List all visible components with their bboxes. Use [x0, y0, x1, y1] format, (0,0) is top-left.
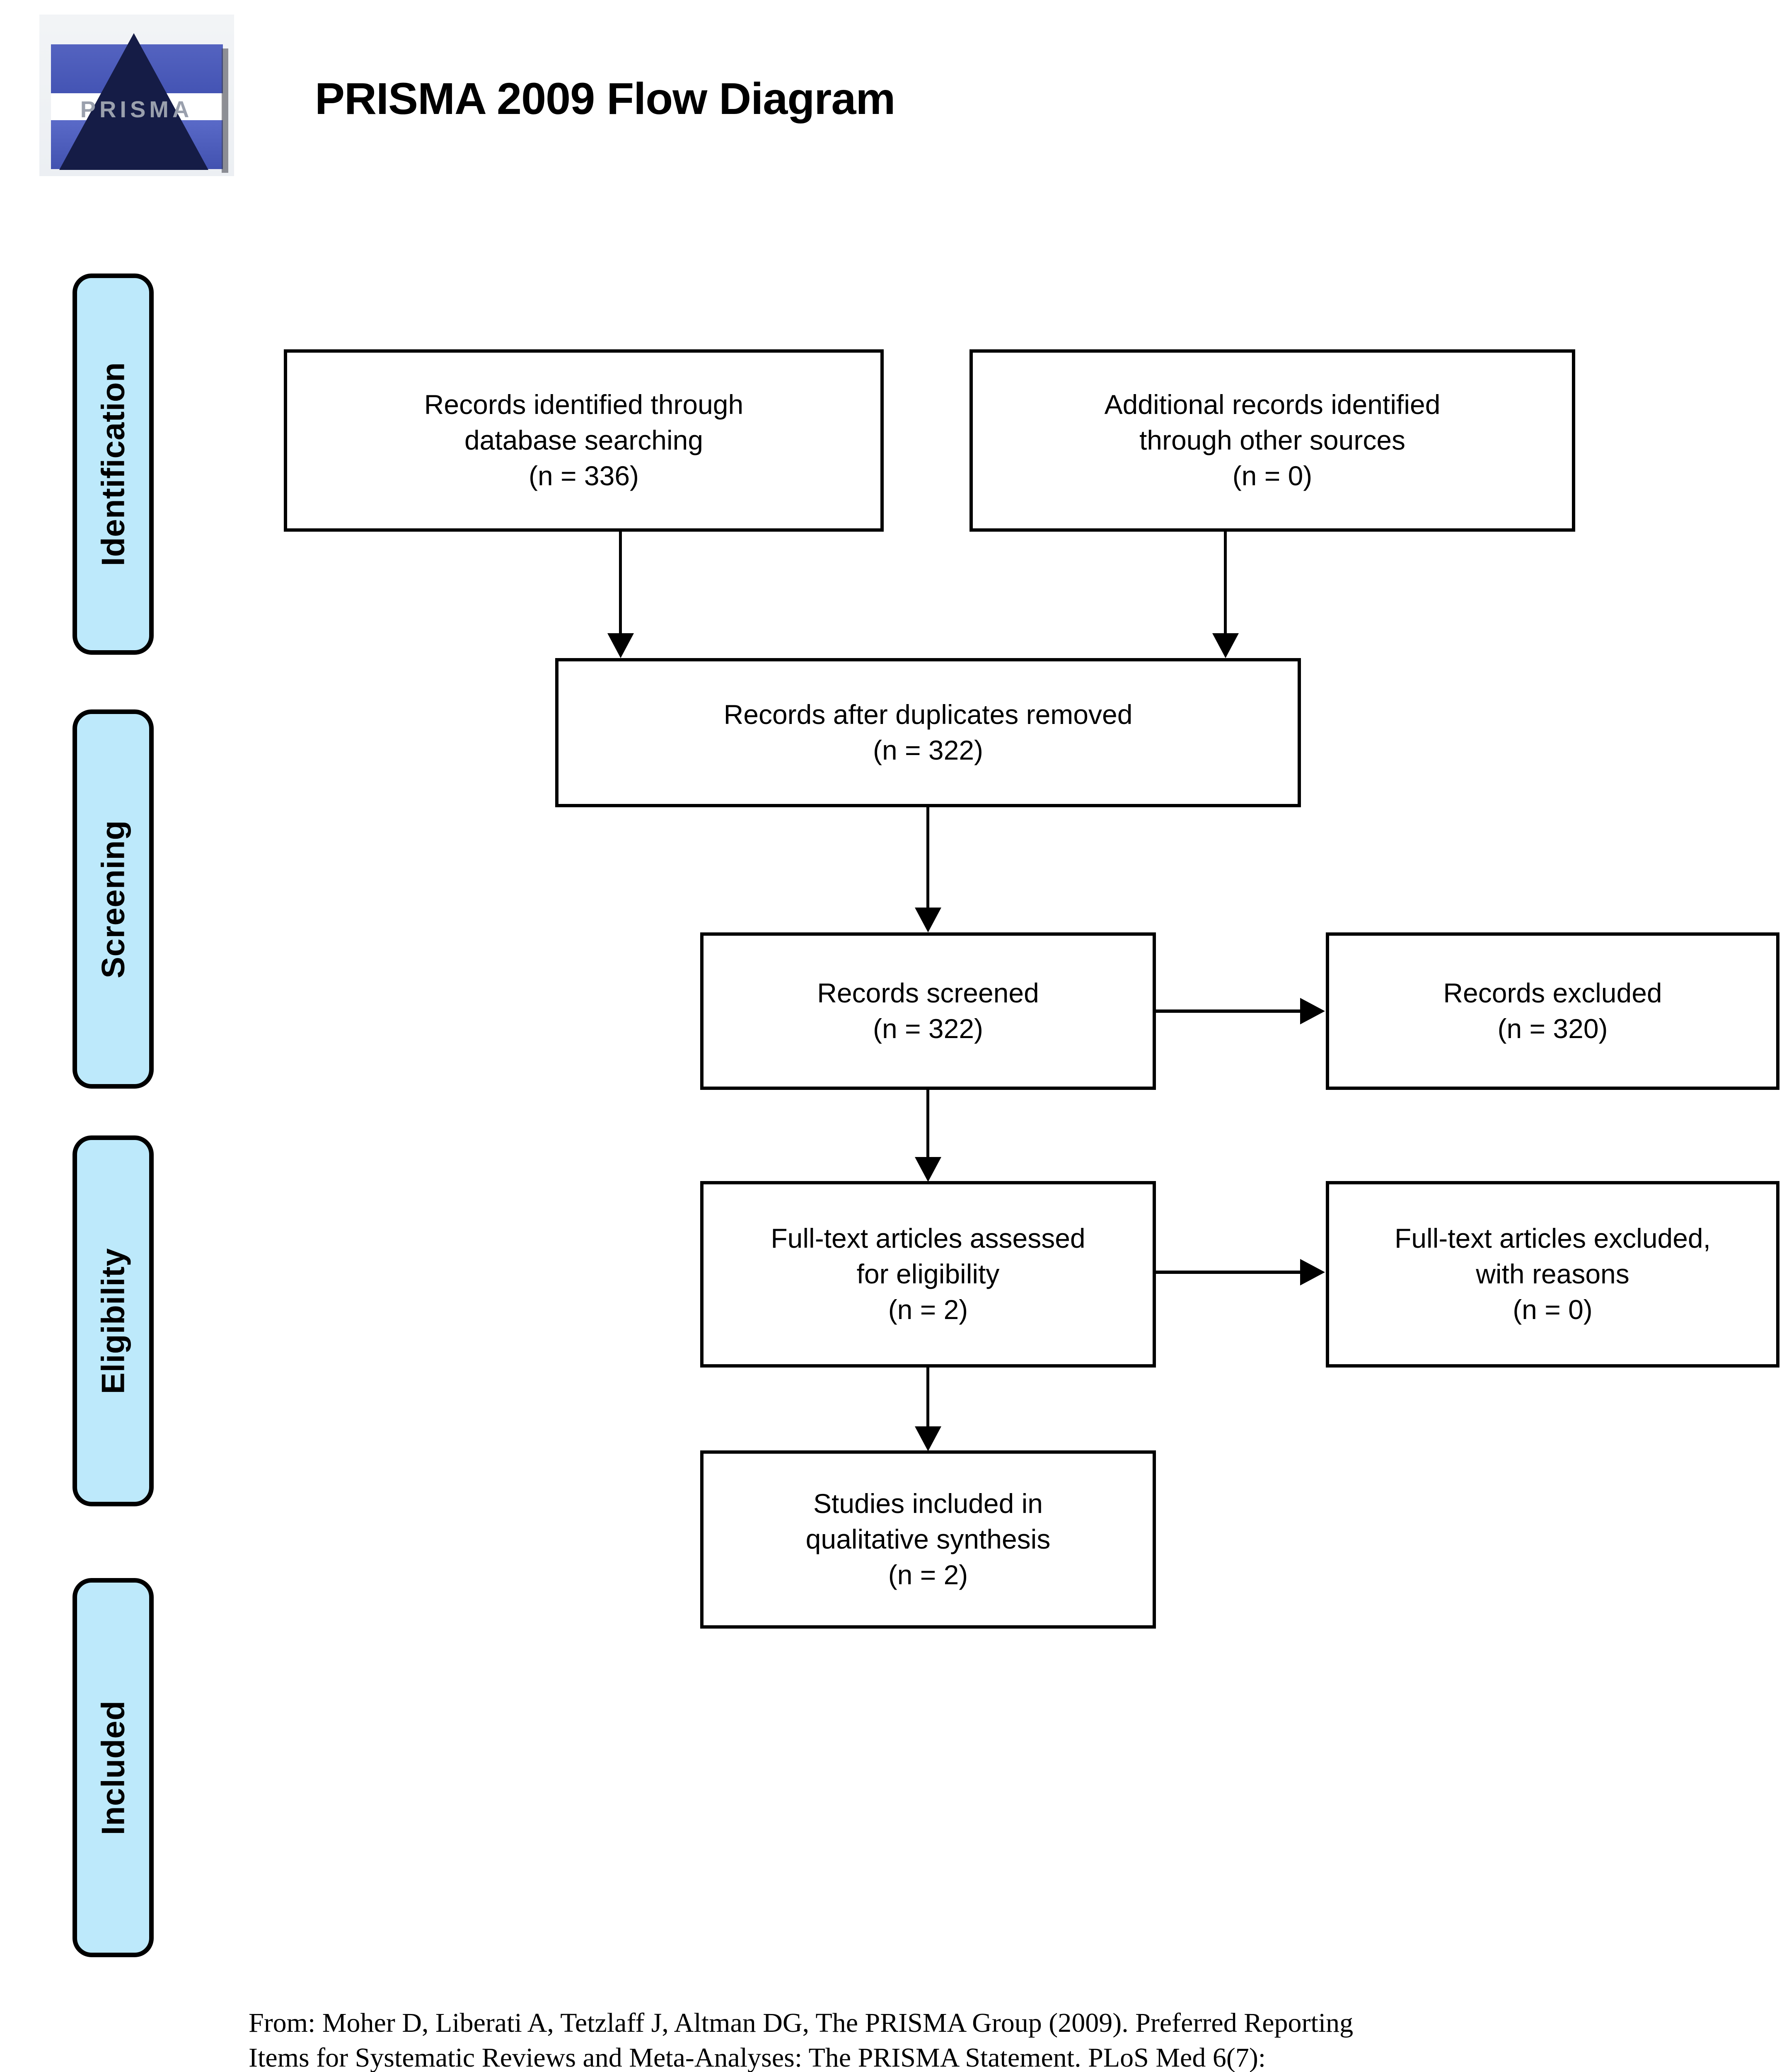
box-line: with reasons: [1476, 1259, 1629, 1290]
flow-box-db-search: Records identified through database sear…: [284, 349, 884, 532]
arrow-right-icon: [1300, 998, 1325, 1024]
box-count: (n = 320): [1497, 1013, 1608, 1044]
flow-box-fulltext-assessed: Full-text articles assessed for eligibil…: [700, 1181, 1156, 1368]
box-line: database searching: [464, 425, 704, 456]
logo-pyramid-icon: [59, 33, 208, 170]
flow-box-other-sources: Additional records identified through ot…: [969, 349, 1575, 532]
stage-label-text: Included: [94, 1700, 131, 1835]
stage-label-text: Eligibility: [94, 1248, 131, 1394]
flow-box-included-qualitative: Studies included in qualitative synthesi…: [700, 1450, 1156, 1629]
arrow-down-icon: [915, 1426, 941, 1451]
box-line: through other sources: [1139, 425, 1406, 456]
box-count: (n = 336): [529, 460, 639, 491]
arrow-down-icon: [915, 1157, 941, 1182]
connector-fulltext-to-fulltext-excluded: [1156, 1271, 1302, 1274]
page-title: PRISMA 2009 Flow Diagram: [315, 73, 895, 123]
stage-label-eligibility: Eligibility: [73, 1135, 154, 1506]
box-count: (n = 322): [873, 735, 983, 765]
box-line: Full-text articles excluded,: [1395, 1223, 1711, 1254]
stage-label-included: Included: [73, 1578, 154, 1957]
box-line: Records after duplicates removed: [723, 699, 1133, 730]
flow-box-records-excluded: Records excluded (n = 320): [1326, 932, 1779, 1090]
citation-footer: From: Moher D, Liberati A, Tetzlaff J, A…: [249, 2006, 1666, 2072]
box-count: (n = 0): [1513, 1294, 1593, 1325]
box-count: (n = 0): [1232, 460, 1313, 491]
page-header: PRISMA PRISMA 2009 Flow Diagram: [0, 0, 1789, 195]
prisma-logo: PRISMA: [39, 15, 234, 176]
box-line: Full-text articles assessed: [771, 1223, 1085, 1254]
stage-label-identification: Identification: [73, 274, 154, 655]
box-line: Studies included in: [813, 1488, 1043, 1519]
arrow-down-icon: [1212, 633, 1239, 658]
box-line: for eligibility: [856, 1259, 1000, 1290]
flow-box-duplicates-removed: Records after duplicates removed (n = 32…: [555, 658, 1301, 807]
logo-shadow: [222, 48, 228, 173]
citation-line: From: Moher D, Liberati A, Tetzlaff J, A…: [249, 2008, 1354, 2038]
box-line: Records excluded: [1443, 978, 1662, 1009]
box-line: Records screened: [817, 978, 1039, 1009]
stage-label-screening: Screening: [73, 709, 154, 1089]
box-line: qualitative synthesis: [805, 1524, 1051, 1555]
arrow-down-icon: [915, 908, 941, 932]
citation-line: Items for Systematic Reviews and Meta-An…: [249, 2043, 1266, 2072]
box-count: (n = 322): [873, 1013, 983, 1044]
box-count: (n = 2): [888, 1294, 968, 1325]
connector-fulltext-to-included: [926, 1368, 929, 1428]
connector-screened-to-records-excluded: [1156, 1009, 1302, 1013]
logo-wordmark: PRISMA: [80, 96, 193, 122]
connector-dupes-to-screened: [926, 807, 929, 909]
stage-label-text: Identification: [94, 362, 131, 566]
box-line: Records identified through: [424, 389, 744, 420]
connector-db-to-dupes: [619, 532, 622, 635]
box-count: (n = 2): [888, 1559, 968, 1590]
arrow-down-icon: [607, 633, 634, 658]
arrow-right-icon: [1300, 1259, 1325, 1285]
flow-box-fulltext-excluded: Full-text articles excluded, with reason…: [1326, 1181, 1779, 1368]
box-line: Additional records identified: [1104, 389, 1441, 420]
flow-box-records-screened: Records screened (n = 322): [700, 932, 1156, 1090]
stage-label-text: Screening: [94, 820, 131, 978]
connector-other-to-dupes: [1224, 532, 1227, 635]
connector-screened-to-fulltext: [926, 1090, 929, 1158]
